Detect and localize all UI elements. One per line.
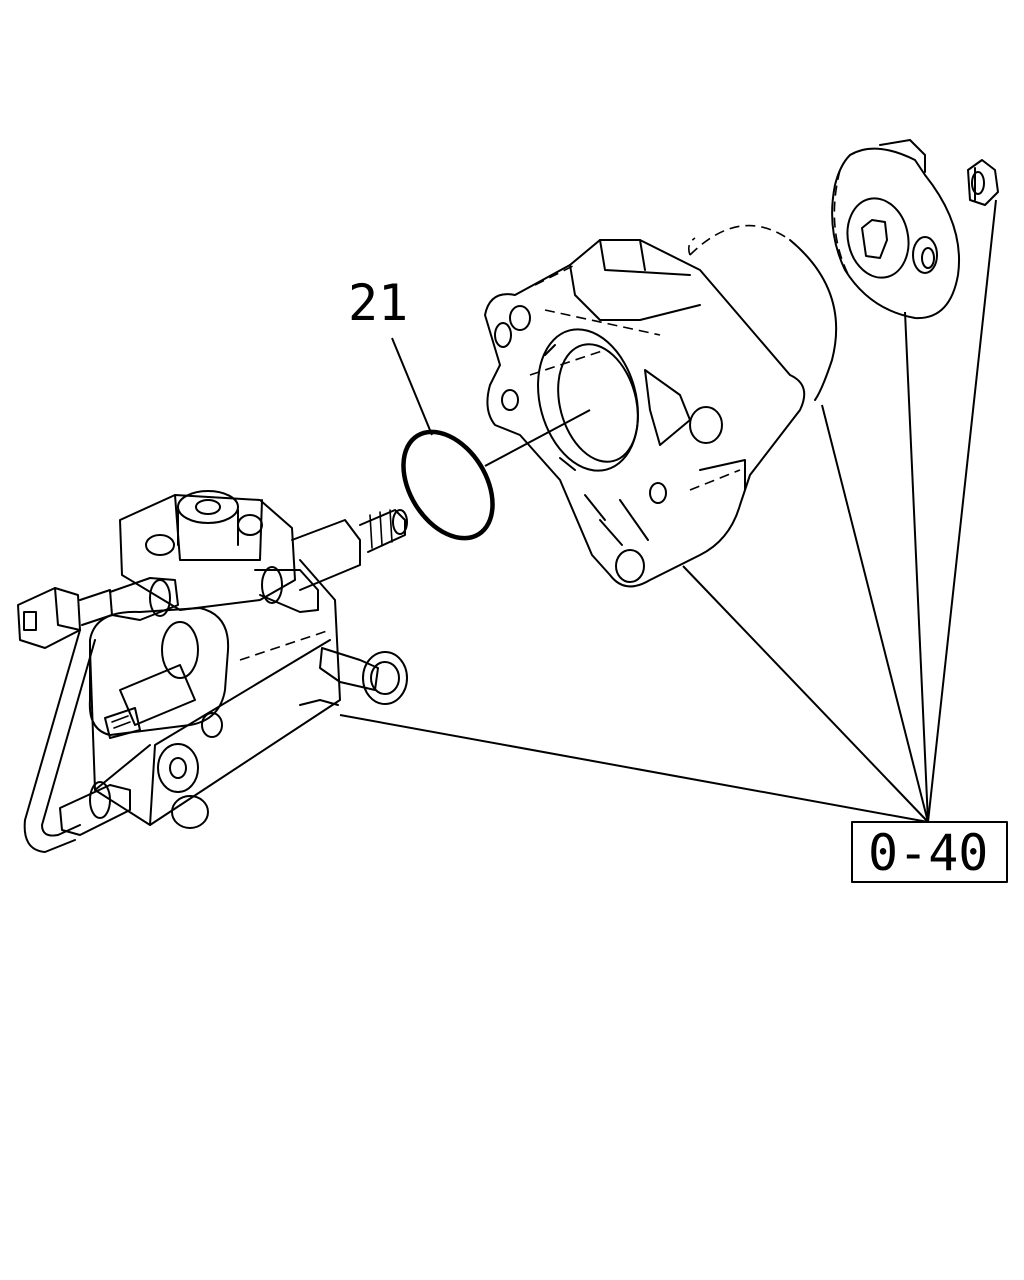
- callout-21-leader: [391, 337, 433, 436]
- ref-leader-nut: [927, 199, 997, 823]
- nut: [967, 159, 999, 206]
- drive-hub-plate: [831, 139, 960, 320]
- reference-frame: [851, 821, 1008, 883]
- ref-leader-o-ring-large: [821, 404, 929, 823]
- leader-lines: [339, 199, 997, 823]
- injection-pump: [17, 490, 408, 853]
- reference-label: 0-40: [868, 824, 988, 882]
- callout-21: 21: [348, 274, 408, 332]
- ref-leader-hub: [904, 311, 929, 823]
- reference-box: 0-40: [851, 821, 1008, 883]
- pump-bracket: [484, 224, 838, 588]
- o-ring: [401, 429, 495, 541]
- ref-leader-pump: [339, 714, 929, 823]
- centre-line: [484, 409, 591, 467]
- ref-leader-bracket: [682, 565, 929, 823]
